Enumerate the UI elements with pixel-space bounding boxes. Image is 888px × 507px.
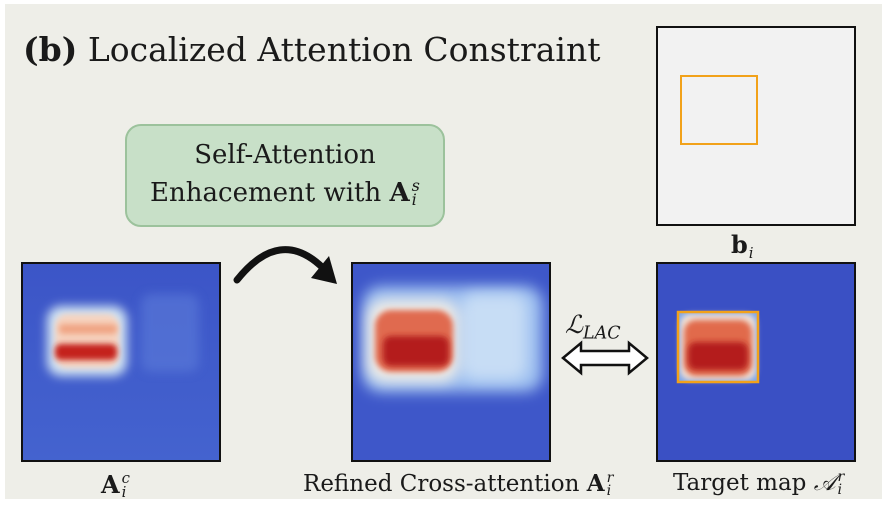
curved-arrow-icon (233, 246, 337, 284)
sa-sup: s (411, 175, 420, 195)
bounding-box (680, 75, 758, 145)
target-sub: i (837, 481, 843, 498)
refined-attention-heatmap (353, 264, 549, 460)
refined-base: A (586, 470, 605, 497)
double-arrow-icon (561, 340, 649, 376)
bbox-panel (656, 26, 856, 226)
title-text: Localized Attention Constraint (87, 30, 601, 69)
target-sup: r (837, 468, 845, 485)
ca-sub: i (121, 482, 127, 501)
target-caption-prefix: Target map (673, 470, 807, 496)
self-attention-math: A (389, 178, 410, 208)
cross-attention-map (21, 262, 221, 462)
cross-attention-heatmap (23, 264, 219, 460)
sa-sub: i (411, 190, 417, 210)
target-base: 𝒜 (813, 470, 836, 496)
loss-subscript: LAC (583, 323, 621, 344)
target-map (656, 262, 856, 462)
self-attention-line1: Self-Attention (194, 140, 376, 170)
refined-sup: r (606, 469, 614, 486)
self-attention-line2-text: Enhacement with (150, 178, 382, 208)
figure-panel: (b) Localized Attention Constraint Self-… (5, 4, 882, 499)
bbox-caption: bi (731, 230, 754, 262)
loss-symbol: ℒ (565, 310, 584, 339)
bbox-caption-sub: i (748, 244, 754, 263)
refined-caption-prefix: Refined Cross-attention (303, 471, 580, 497)
bbox-caption-base: b (731, 230, 748, 259)
refined-sub: i (606, 482, 612, 499)
refined-attention-map (351, 262, 551, 462)
ca-base: A (101, 470, 120, 499)
ca-sup: c (121, 469, 130, 488)
target-heatmap (658, 264, 854, 460)
figure-title: (b) Localized Attention Constraint (23, 30, 600, 69)
title-letter: (b) (23, 30, 78, 69)
loss-label: ℒLAC (565, 310, 621, 343)
